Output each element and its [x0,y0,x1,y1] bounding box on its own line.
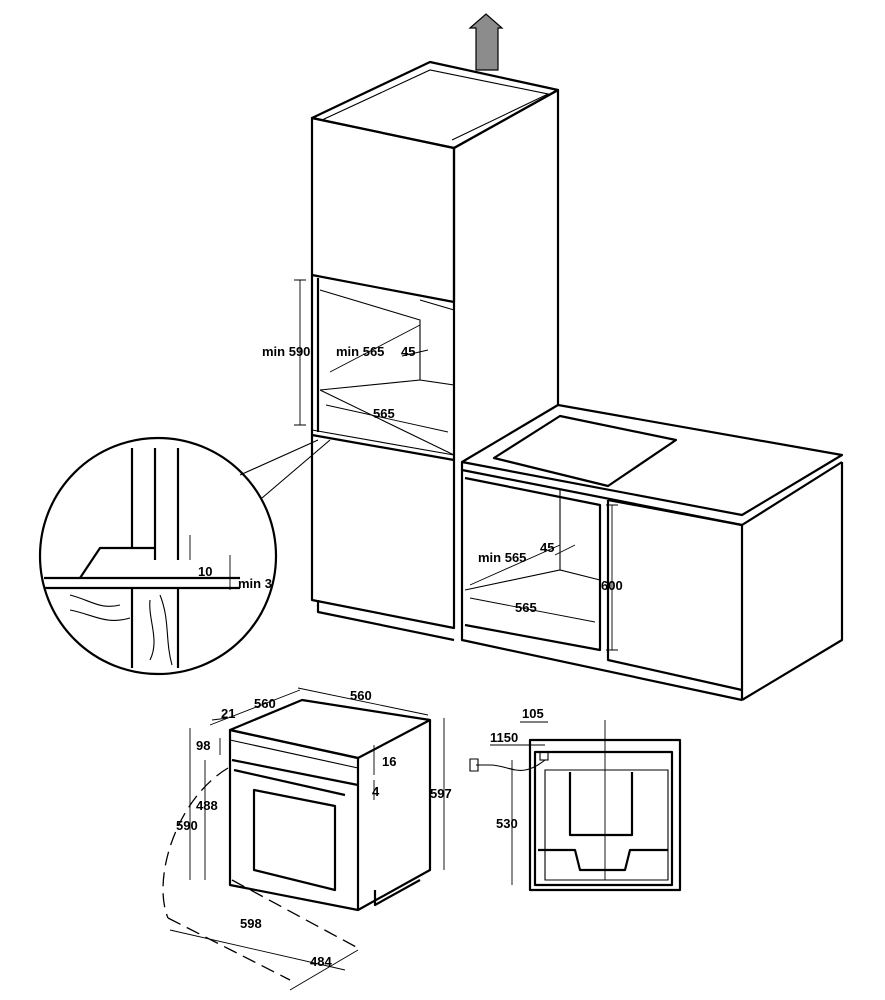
cable-length-label: 1150 [490,730,518,745]
detail-min-label: min 3 [238,576,272,591]
tall-unit-width-label: 565 [373,406,395,421]
oven-side-view [469,720,682,892]
oven-door-height-label: 488 [196,798,218,813]
oven-width-top-label: 560 [350,688,372,703]
oven-total-height-label: 597 [430,786,452,801]
oven-side-offset-label: 21 [221,706,235,721]
ventilation-arrow-icon [468,13,504,71]
oven-handle-label: 4 [372,784,380,799]
oven-dimensions [169,687,445,991]
oven-trim-label: 16 [382,754,396,769]
base-unit-gap-label: 45 [540,540,554,555]
oven-front-height-label: 590 [176,818,198,833]
oven-panel-height-label: 98 [196,738,210,753]
base-unit-width-label: 565 [515,600,537,615]
base-cabinet [460,403,844,702]
oven-front-width-label: 598 [240,916,262,931]
detail-callout [38,436,331,676]
cable-offset-label: 105 [522,706,544,721]
base-unit-depth-label: min 565 [478,550,526,565]
cable-height-label: 530 [496,816,518,831]
tall-unit-height-label: min 590 [262,344,310,359]
detail-gap-label: 10 [198,564,212,579]
oven-drawing [162,698,432,981]
tall-unit-gap-label: 45 [401,344,415,359]
tall-cabinet [310,60,560,642]
base-unit-dimensions [469,504,618,651]
tall-unit-dimensions [294,279,449,433]
tall-unit-depth-label: min 565 [336,344,384,359]
oven-door-open-depth-label: 484 [310,954,332,969]
oven-depth-label: 560 [254,696,276,711]
base-unit-height-label: 600 [601,578,623,593]
